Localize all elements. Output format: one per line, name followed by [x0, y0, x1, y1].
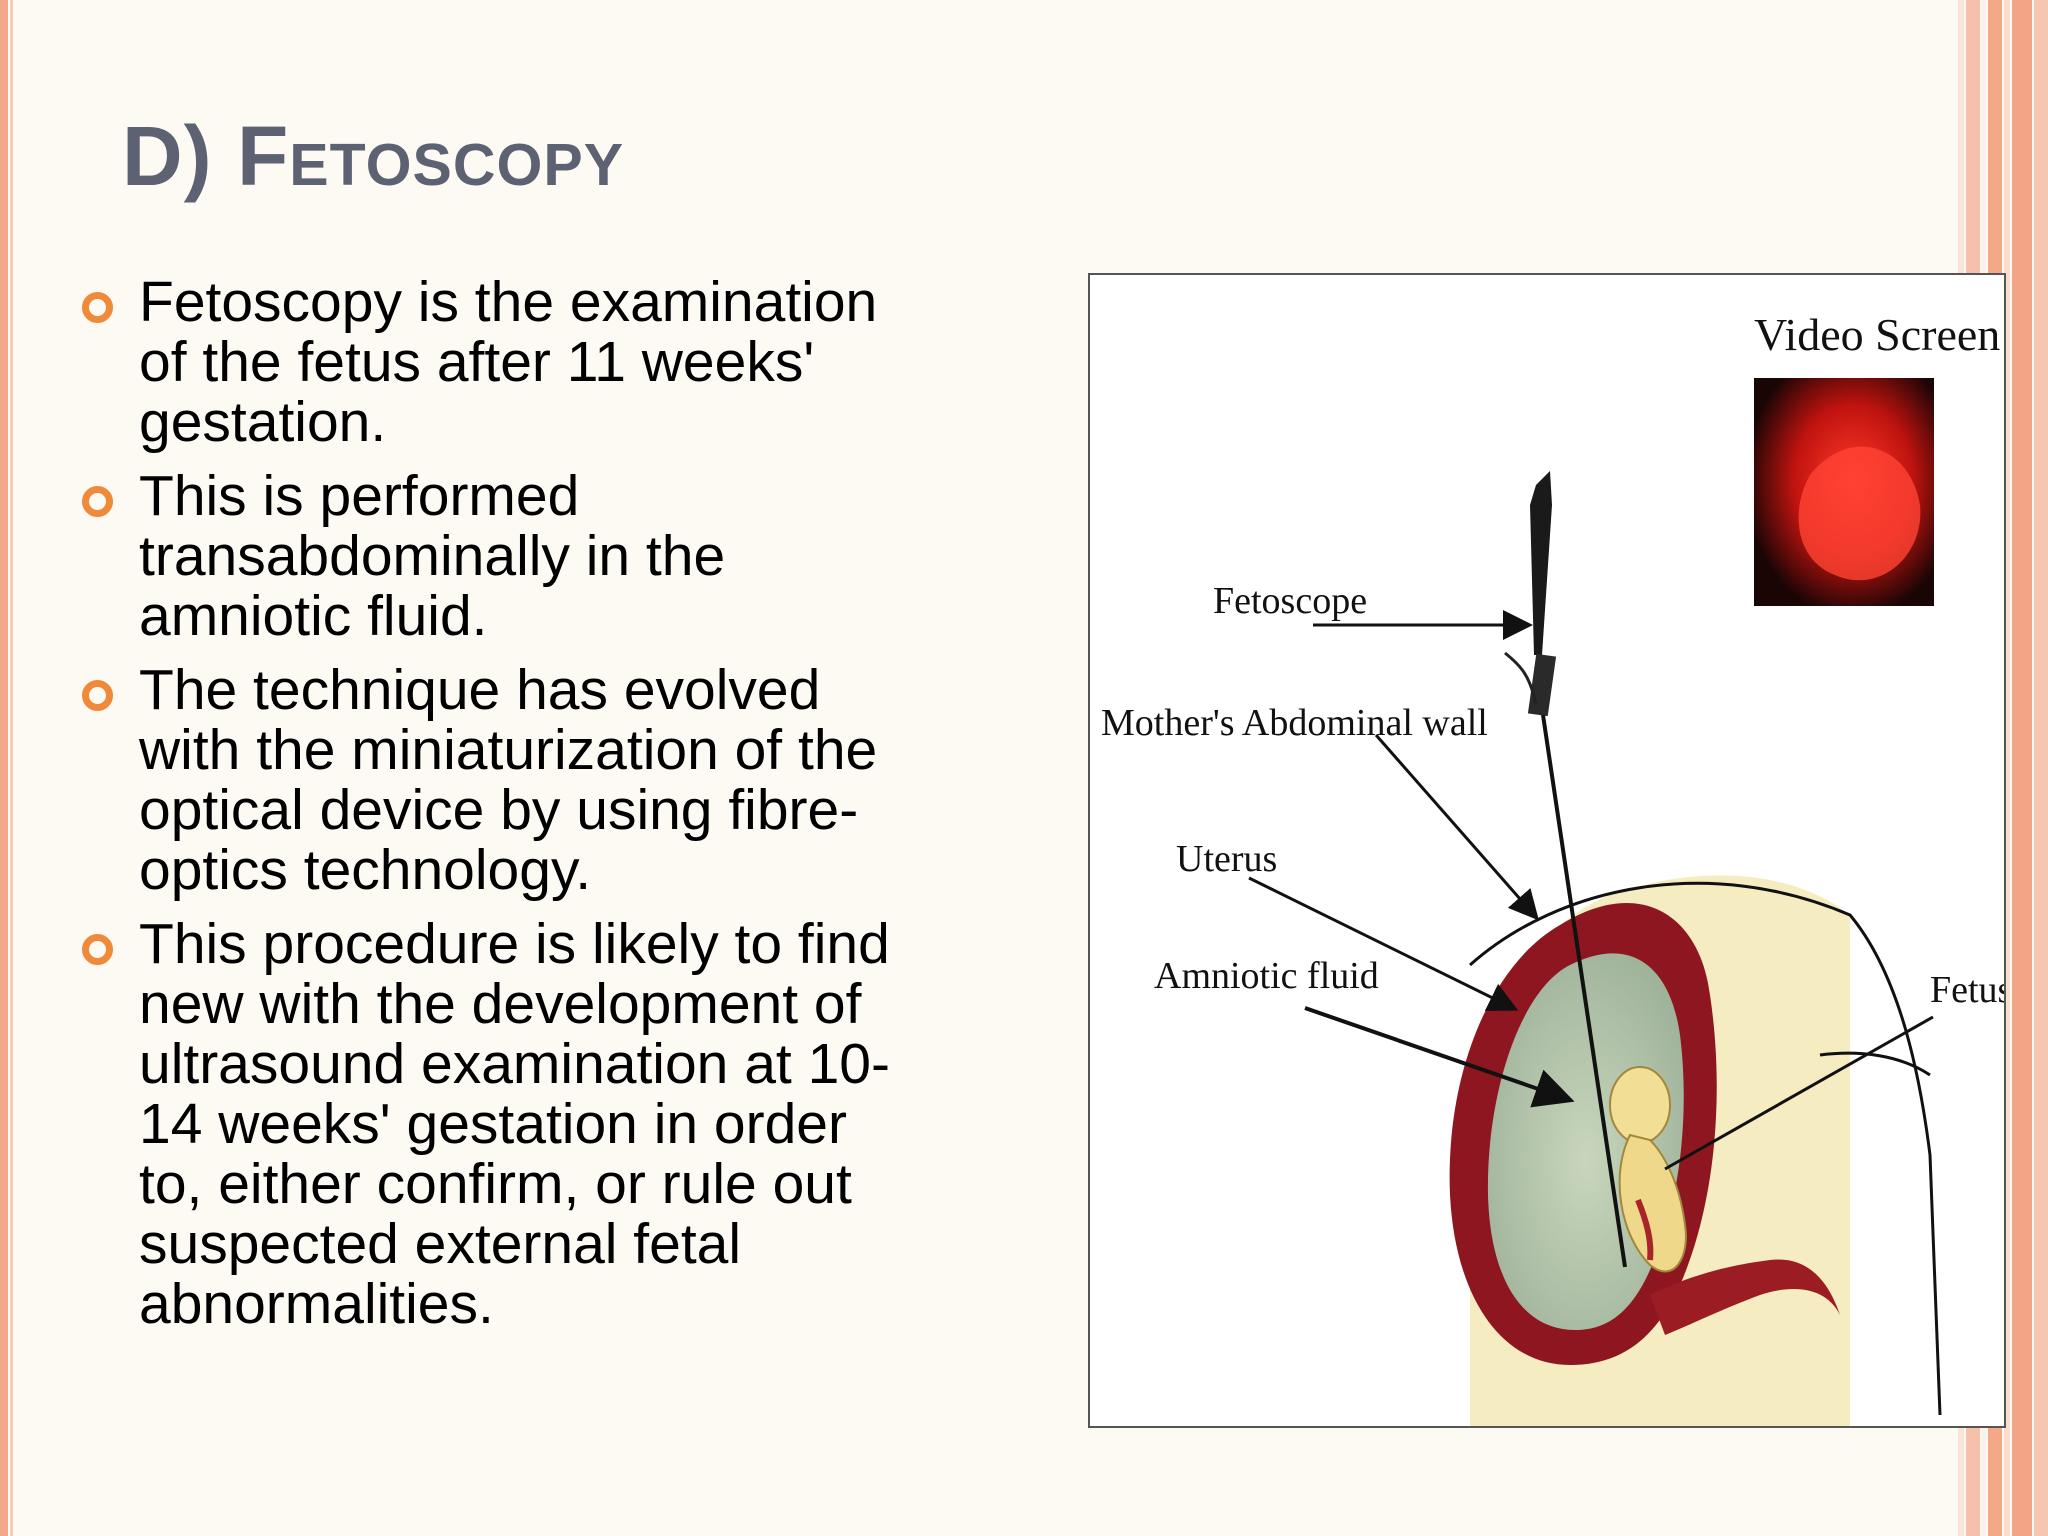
bullet-item: This is performed transabdominally in th…: [78, 466, 978, 646]
left-border-stripe-inner: [10, 0, 13, 1536]
label-video-screen: Video Screen: [1754, 309, 2000, 360]
bullet-item: This procedure is likely to find new wit…: [78, 914, 978, 1334]
uterus-pointer: [1248, 876, 1519, 1011]
label-amniotic-fluid: Amniotic fluid: [1154, 955, 1379, 997]
umbilical-cord: [1635, 1198, 1654, 1261]
bullet-ring-icon: [82, 680, 113, 711]
video-screen-fetus-image: [1798, 446, 1921, 581]
fetoscopy-diagram-svg: Video Screen Fetoscope Mother's Abdomina…: [1101, 309, 2006, 1426]
label-abdominal-wall: Mother's Abdominal wall: [1101, 702, 1488, 744]
label-fetus: Fetus: [1930, 969, 2006, 1011]
bullet-line: This procedure is likely to find: [139, 912, 890, 976]
fetoscope-cable: [1504, 651, 1538, 706]
bullet-line: of the fetus after 11 weeks': [139, 330, 815, 394]
bullet-list: Fetoscopy is the examination of the fetu…: [78, 272, 978, 1348]
bullet-line: abnormalities.: [139, 1272, 494, 1336]
abdominal-wall-outline: [1469, 881, 1942, 1416]
fetoscopy-diagram: Video Screen Fetoscope Mother's Abdomina…: [1088, 273, 2006, 1428]
fetoscope-eyepiece: [1530, 471, 1552, 655]
bullet-line: gestation.: [139, 390, 387, 454]
bullet-line: This is performed: [139, 464, 580, 528]
label-fetoscope: Fetoscope: [1213, 580, 1367, 622]
fetus-pointer: [1664, 1015, 1934, 1171]
bullet-line: transabdominally in the: [139, 524, 726, 588]
bullet-ring-icon: [82, 292, 113, 323]
bullet-line: ultrasound examination at 10-: [139, 1032, 890, 1096]
fetus-head: [1609, 1066, 1671, 1144]
fetus-body: [1618, 1133, 1687, 1273]
bullet-line: Fetoscopy is the examination: [139, 270, 878, 334]
left-border-stripe: [0, 0, 8, 1536]
bullet-item: Fetoscopy is the examination of the fetu…: [78, 272, 978, 452]
bullet-line: optics technology.: [139, 838, 592, 902]
placenta-vessels: [1650, 1259, 1840, 1335]
label-uterus: Uterus: [1176, 838, 1277, 880]
bullet-ring-icon: [82, 934, 113, 965]
bullet-ring-icon: [82, 486, 113, 517]
abdomen-contour-line: [1819, 1051, 1931, 1077]
bullet-line: to, either confirm, or rule out: [139, 1152, 852, 1216]
abdominal-wall-pointer: [1374, 734, 1539, 921]
bullet-line: 14 weeks' gestation in order: [139, 1092, 847, 1156]
bullet-line: new with the development of: [139, 972, 862, 1036]
bullet-line: amniotic fluid.: [139, 584, 488, 648]
fetoscope-needle: [1541, 714, 1627, 1268]
bullet-line: with the miniaturization of the: [139, 718, 878, 782]
bullet-line: optical device by using fibre-: [139, 778, 859, 842]
amniotic-fluid-pointer: [1304, 1006, 1575, 1108]
bullet-item: The technique has evolved with the minia…: [78, 660, 978, 900]
bullet-line: The technique has evolved: [139, 658, 821, 722]
bullet-line: suspected external fetal: [139, 1212, 742, 1276]
fetoscope-body: [1527, 653, 1557, 717]
slide-title: D) Fetoscopy: [122, 109, 625, 203]
